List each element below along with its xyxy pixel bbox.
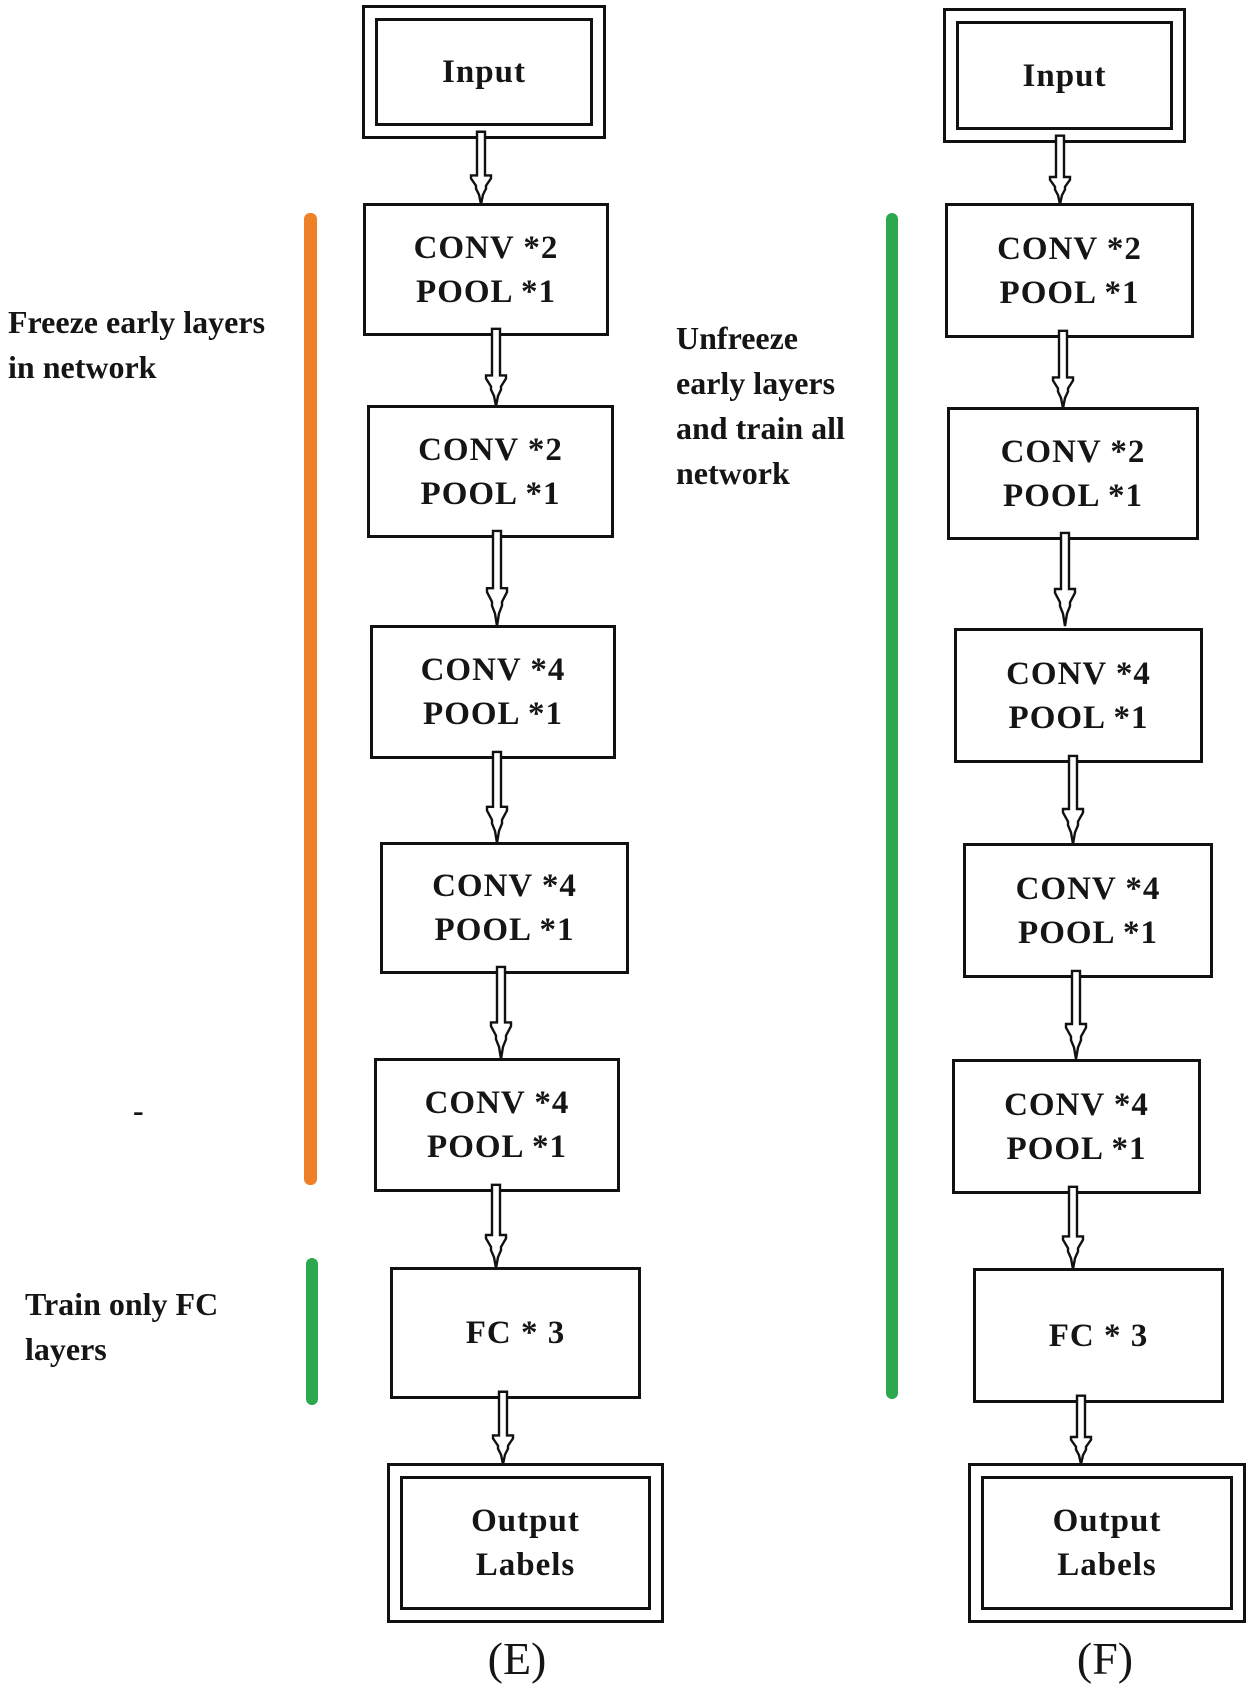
input-box-e: Input	[362, 5, 606, 139]
input-box-e-inner: Input	[375, 18, 593, 126]
conv-block-f5-line1: CONV *4	[1004, 1086, 1149, 1123]
down-arrow-icon	[484, 530, 510, 627]
conv-block-f3: CONV *4 POOL *1	[954, 628, 1203, 763]
unfreeze-span-bar-green	[886, 213, 898, 1399]
unfreeze-label-line3: and train all	[676, 410, 845, 446]
stray-dash-mark: -	[133, 1092, 144, 1128]
fc-block-f-label: FC * 3	[1048, 1317, 1149, 1354]
fc-block-e: FC * 3	[390, 1267, 641, 1399]
conv-block-e2: CONV *2 POOL *1	[367, 405, 614, 538]
input-box-f: Input	[943, 8, 1186, 143]
down-arrow-icon	[1060, 1186, 1086, 1270]
unfreeze-label-line4: network	[676, 455, 790, 491]
down-arrow-icon	[1060, 755, 1086, 845]
conv-block-e1-line2: POOL *1	[416, 273, 556, 310]
unfreeze-label: Unfreeze early layers and train all netw…	[676, 316, 845, 496]
freeze-label-line1: Freeze early layers	[8, 304, 266, 340]
conv-block-f3-line2: POOL *1	[1008, 699, 1149, 736]
down-arrow-icon	[468, 131, 494, 205]
conv-block-e1-line1: CONV *2	[413, 229, 559, 266]
conv-block-e1: CONV *2 POOL *1	[363, 203, 609, 336]
freeze-early-layers-label: Freeze early layers in network	[8, 300, 265, 390]
conv-block-e4: CONV *4 POOL *1	[380, 842, 629, 974]
conv-block-e2-line2: POOL *1	[420, 475, 561, 512]
caption-e: (E)	[487, 1633, 547, 1684]
conv-block-e3-line2: POOL *1	[423, 696, 563, 732]
output-box-e: Output Labels	[387, 1463, 664, 1623]
conv-block-e3-line1: CONV *4	[420, 652, 566, 688]
down-arrow-icon	[1047, 135, 1073, 205]
conv-block-f2-line1: CONV *2	[1000, 433, 1146, 470]
down-arrow-icon	[483, 1184, 509, 1269]
down-arrow-icon	[1050, 330, 1076, 409]
conv-block-e5: CONV *4 POOL *1	[374, 1058, 620, 1192]
conv-block-f4-line1: CONV *4	[1015, 870, 1161, 907]
conv-block-f4-line2: POOL *1	[1018, 914, 1158, 951]
down-arrow-icon	[490, 1391, 516, 1465]
freeze-label-line2: in network	[8, 349, 157, 385]
caption-f: (F)	[1076, 1633, 1134, 1684]
output-label-e-line1: Output	[471, 1503, 580, 1539]
down-arrow-icon	[483, 328, 509, 407]
train-only-fc-label: Train only FC layers	[25, 1282, 218, 1372]
down-arrow-icon	[1068, 1395, 1094, 1465]
down-arrow-icon	[484, 751, 510, 844]
output-label-e-line2: Labels	[475, 1547, 576, 1583]
output-label-f-line1: Output	[1052, 1503, 1162, 1539]
conv-block-f2: CONV *2 POOL *1	[947, 407, 1199, 540]
conv-block-e2-line1: CONV *2	[418, 431, 563, 468]
train-fc-span-bar-green	[306, 1258, 318, 1405]
conv-block-f5: CONV *4 POOL *1	[952, 1059, 1201, 1194]
conv-block-f3-line1: CONV *4	[1006, 655, 1151, 692]
input-label-e: Input	[442, 54, 526, 90]
fc-block-f: FC * 3	[973, 1268, 1224, 1403]
output-box-f-inner: Output Labels	[981, 1476, 1233, 1610]
down-arrow-icon	[1063, 970, 1089, 1060]
conv-block-e5-line1: CONV *4	[424, 1085, 570, 1121]
output-label-f-line2: Labels	[1057, 1547, 1157, 1583]
down-arrow-icon	[488, 966, 514, 1060]
conv-block-f1-line1: CONV *2	[997, 230, 1142, 267]
train-fc-label-line2: layers	[25, 1331, 107, 1367]
conv-block-f1-line2: POOL *1	[999, 274, 1140, 311]
input-label-f: Input	[1022, 57, 1107, 94]
conv-block-e4-line1: CONV *4	[432, 868, 577, 904]
conv-block-f2-line2: POOL *1	[1003, 477, 1143, 514]
conv-block-e5-line2: POOL *1	[427, 1129, 567, 1165]
fc-block-e-label: FC * 3	[465, 1315, 566, 1351]
conv-block-f4: CONV *4 POOL *1	[963, 843, 1213, 978]
output-box-f: Output Labels	[968, 1463, 1246, 1623]
conv-block-e3: CONV *4 POOL *1	[370, 625, 616, 759]
conv-block-f1: CONV *2 POOL *1	[945, 203, 1194, 338]
output-box-e-inner: Output Labels	[400, 1476, 651, 1610]
unfreeze-label-line2: early layers	[676, 365, 836, 401]
conv-block-e4-line2: POOL *1	[434, 912, 575, 948]
input-box-f-inner: Input	[956, 21, 1173, 130]
unfreeze-label-line1: Unfreeze	[676, 320, 798, 356]
down-arrow-icon	[1052, 532, 1078, 627]
train-fc-label-line1: Train only FC	[25, 1286, 219, 1322]
freeze-span-bar-orange	[304, 213, 317, 1185]
conv-block-f5-line2: POOL *1	[1006, 1130, 1147, 1167]
